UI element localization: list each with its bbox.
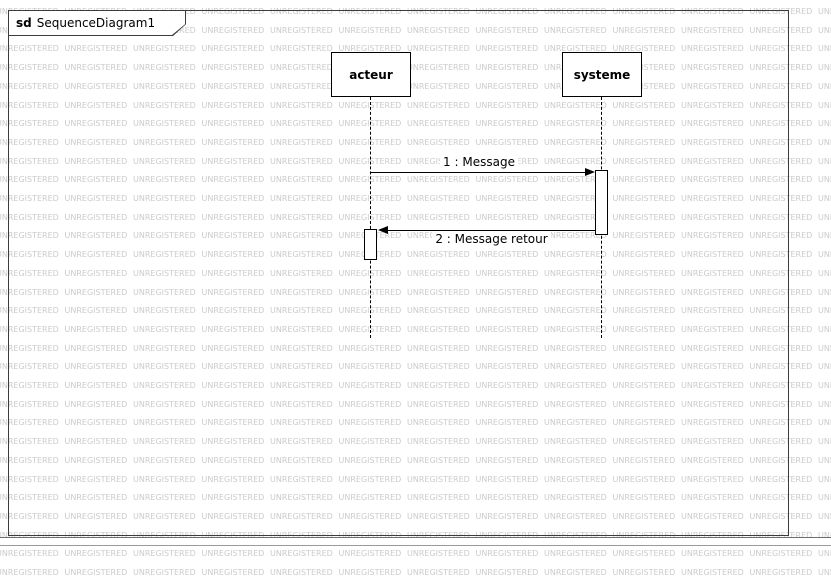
lifeline-head-systeme[interactable]: systeme <box>562 52 642 97</box>
lifeline-name-acteur: acteur <box>349 67 393 82</box>
activation-bar-acteur[interactable] <box>364 229 377 260</box>
lifeline-acteur[interactable] <box>370 97 371 338</box>
message-1-label[interactable]: 1 : Message <box>371 155 587 169</box>
lifeline-name-systeme: systeme <box>573 67 631 82</box>
message-1-arrowhead-icon <box>585 168 595 176</box>
message-2-label[interactable]: 2 : Message retour <box>388 232 595 246</box>
diagram-frame-tab-label: sd SequenceDiagram1 <box>9 11 185 35</box>
page-boundary-line-1 <box>0 537 831 538</box>
message-1-line[interactable] <box>371 172 586 173</box>
diagram-frame-tab[interactable]: sd SequenceDiagram1 <box>8 10 186 36</box>
activation-bar-systeme[interactable] <box>595 170 608 235</box>
frame-keyword: sd <box>16 16 32 30</box>
message-2-arrowhead-icon <box>378 226 388 234</box>
frame-title: SequenceDiagram1 <box>36 16 156 30</box>
page-boundary-line-2 <box>0 545 831 546</box>
message-2-line[interactable] <box>388 230 595 231</box>
diagram-frame <box>8 10 789 536</box>
lifeline-head-acteur[interactable]: acteur <box>331 52 411 97</box>
